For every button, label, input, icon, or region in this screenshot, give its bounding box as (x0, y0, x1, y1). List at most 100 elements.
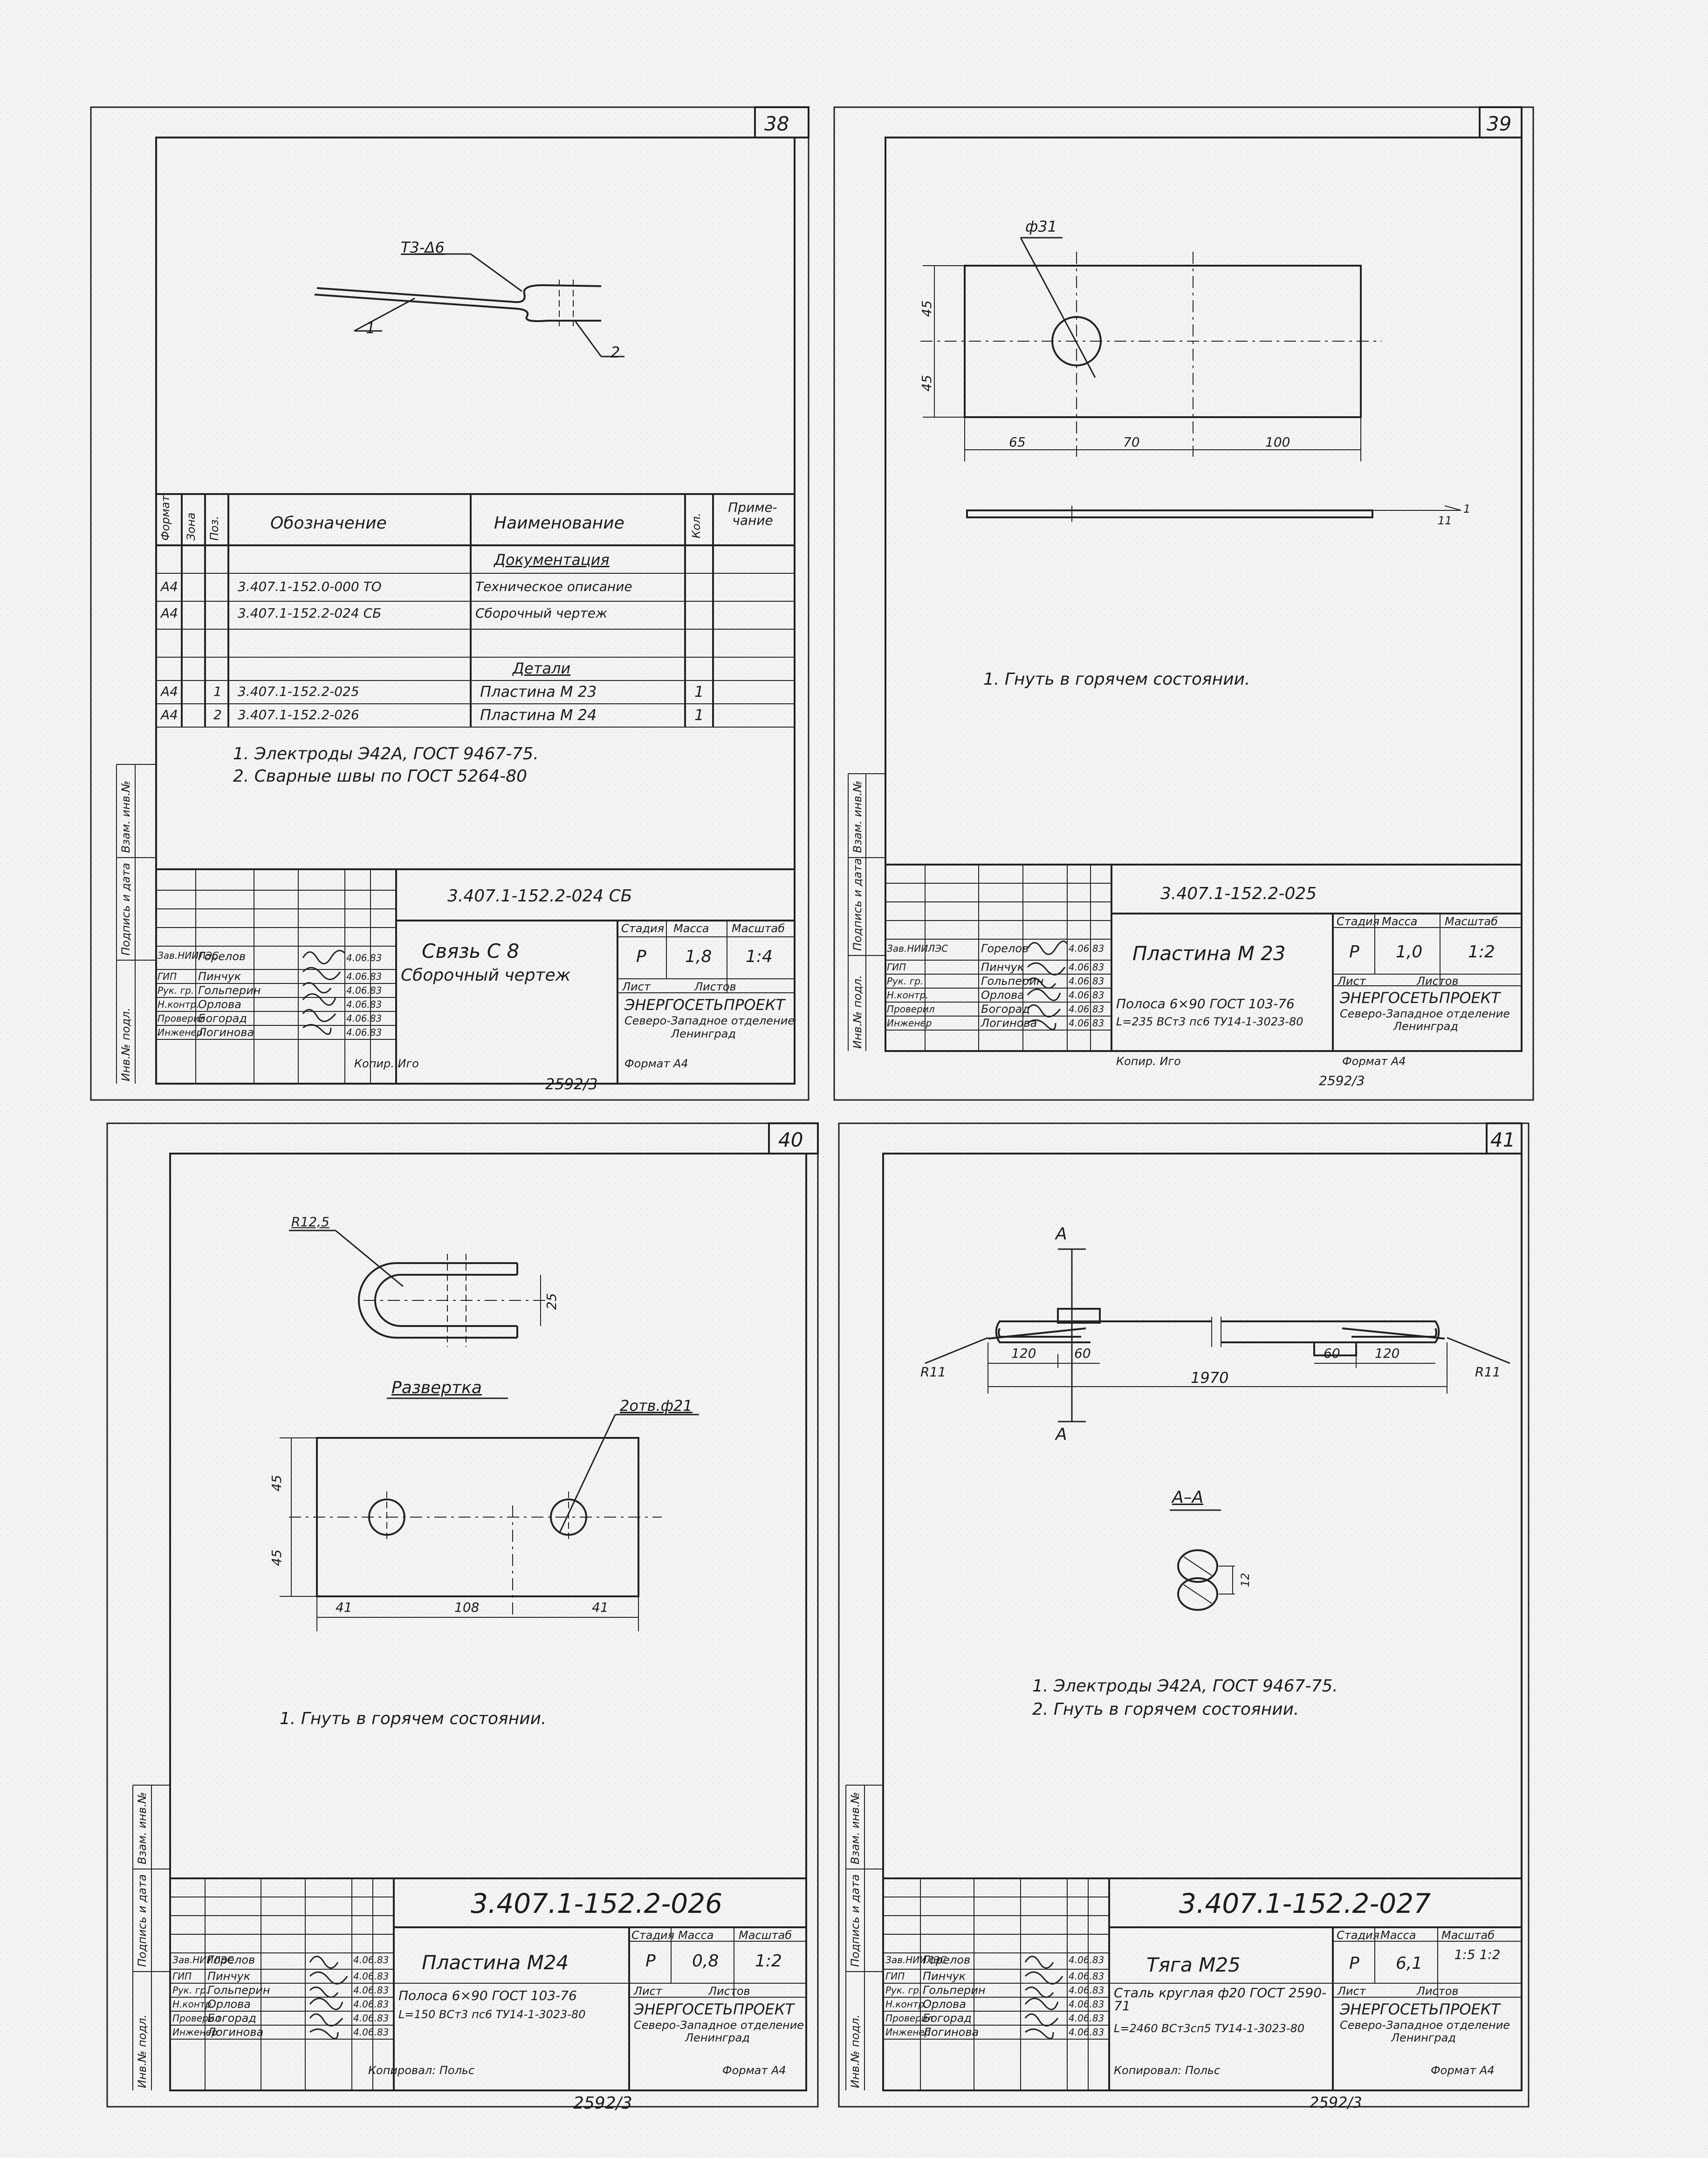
org-branch: Северо-Западное отделение (624, 1014, 795, 1027)
stamp-name: Орлова (198, 998, 241, 1011)
stamp-role: ГИП (158, 971, 177, 982)
sheet-number: 40 (778, 1128, 803, 1151)
stage-value: Р (636, 947, 646, 966)
row-designation: 3.407.1-152.2-026 (238, 707, 359, 722)
col-header-qty: Кол. (690, 513, 703, 538)
sheet-40-title-block (132, 1785, 806, 2090)
side-label: Подпись и дата (851, 858, 864, 951)
scale-value: 1:5 1:2 (1454, 1947, 1501, 1962)
dim-label: 120 (1011, 1346, 1036, 1361)
archive-number: 2592/3 (545, 1075, 598, 1093)
sheets-label: Листов (1417, 1985, 1459, 1998)
sheet-label: Лист (634, 1985, 662, 1998)
stamp-date: 4.06.83 (353, 1971, 389, 1982)
stamp-role: Зав.НИИЛЭС (172, 1954, 234, 1966)
scale-value: 1:2 (755, 1952, 782, 1971)
sheet-39-plate-view (920, 237, 1461, 522)
stamp-name: Горелов (198, 950, 246, 963)
sheet-40-frame (106, 1122, 819, 2108)
format-note: Формат А4 (624, 1057, 688, 1070)
sheets-label: Листов (1417, 975, 1459, 988)
org-city: Ленинград (1393, 1020, 1458, 1033)
row-designation: 3.407.1-152.2-025 (238, 684, 359, 699)
stamp-date: 4.06.83 (1069, 943, 1104, 954)
sheet-38-frame (90, 106, 809, 1101)
stamp-name: Логинова (923, 2026, 979, 2039)
stamp-role: Проверил (887, 1003, 935, 1015)
stamp-name: Гольперин (923, 1984, 986, 1997)
stamp-name: Логинова (198, 1026, 254, 1039)
stage-value: Р (645, 1952, 656, 1971)
mass-label: Масса (1382, 915, 1418, 928)
copy-note: Копировал: Польс (1114, 2064, 1221, 2077)
scale-value: 1:4 (746, 947, 773, 966)
note-line: 1. Электроды Э42А, ГОСТ 9467-75. (1032, 1677, 1338, 1696)
side-label: Подпись и дата (136, 1874, 149, 1967)
org-branch: Северо-Западное отделение (1340, 1007, 1510, 1020)
sheet-number: 38 (764, 112, 789, 135)
row-name: Техническое описание (475, 579, 632, 594)
stamp-name: Пинчук (923, 1970, 966, 1983)
copy-note: Копир. Иго (1116, 1055, 1181, 1068)
drawing-code: 3.407.1-152.2-027 (1179, 1888, 1431, 1919)
org-name: ЭНЕРГОСЕТЬПРОЕКТ (1340, 989, 1501, 1007)
drawing-title: Тяга М25 (1146, 1953, 1241, 1976)
stamp-name: Богорад (923, 2012, 972, 2025)
stamp-role: Проверил (172, 2013, 220, 2024)
dim-label: 60 (1324, 1346, 1340, 1361)
stamp-name: Богорад (981, 1003, 1030, 1016)
section-documentation: Документация (494, 551, 610, 569)
stamp-role: ГИП (887, 962, 906, 973)
stamp-role: Проверил (158, 1013, 206, 1024)
row-name: Пластина М 24 (480, 706, 597, 724)
leader-label: 2 (610, 344, 620, 361)
scale-label: Масштаб (1441, 1929, 1495, 1942)
material-line: L=235 ВСт3 пс6 ТУ14-1-3023-80 (1116, 1015, 1303, 1028)
holes-callout: 2отв.ф21 (620, 1397, 693, 1415)
stage-label: Стадия (631, 1929, 675, 1942)
row-name: Пластина М 23 (480, 683, 597, 701)
col-header-format: Формат (159, 495, 172, 541)
stamp-name: Пинчук (981, 961, 1024, 974)
stamp-role: ГИП (885, 1971, 905, 1982)
sheet-label: Лист (622, 980, 651, 993)
stamp-role: Рук. гр. (885, 1985, 922, 1996)
stamp-date: 4.06.83 (1069, 1954, 1104, 1966)
stamp-date: 4.06.83 (1069, 1003, 1104, 1015)
stamp-date: 4.06.83 (1069, 1971, 1104, 1982)
dim-label: 12 (1239, 1573, 1252, 1587)
material-line: Сталь круглая ф20 ГОСТ 2590-71 (1114, 1985, 1327, 2014)
stamp-date: 4.06.83 (1069, 976, 1104, 987)
section-mark: А (1056, 1224, 1067, 1244)
section-title: А–А (1172, 1488, 1204, 1507)
format-note: Формат А4 (1342, 1055, 1406, 1068)
side-label: Инв.№ подл. (136, 2014, 149, 2088)
sheet-41-rod-view (925, 1248, 1510, 1611)
drawing-code: 3.407.1-152.2-026 (471, 1888, 722, 1919)
mass-value: 6,1 (1396, 1954, 1423, 1973)
note-line: 1. Гнуть в горячем состоянии. (983, 670, 1250, 689)
sheet-41-frame (838, 1122, 1530, 2108)
row-format: А4 (161, 605, 178, 621)
stage-value: Р (1349, 942, 1359, 962)
stamp-role: Н.контр. (885, 1999, 927, 2010)
drawing-subtitle: Сборочный чертеж (401, 966, 571, 985)
col-header-zone: Зона (185, 512, 198, 541)
stamp-name: Гольперин (207, 1984, 270, 1997)
stamp-name: Горелов (923, 1953, 971, 1966)
archive-number: 2592/3 (1319, 1073, 1365, 1088)
row-pos: 1 (213, 684, 222, 699)
org-branch: Северо-Западное отделение (1340, 2019, 1510, 2032)
row-pos: 2 (213, 707, 222, 722)
dim-label: 70 (1123, 434, 1140, 450)
sheet-label: Лист (1338, 975, 1366, 988)
stamp-name: Горелов (981, 942, 1029, 955)
format-note: Формат А4 (1431, 2064, 1495, 2077)
stamp-role: Зав.НИИЛЭС (887, 943, 948, 954)
sheet-number: 41 (1490, 1128, 1516, 1151)
col-header-pos: Поз. (208, 515, 221, 541)
stamp-role: ГИП (172, 1971, 192, 1982)
material-line: Полоса 6×90 ГОСТ 103-76 (398, 1988, 577, 2003)
dim-label: 120 (1375, 1346, 1400, 1361)
